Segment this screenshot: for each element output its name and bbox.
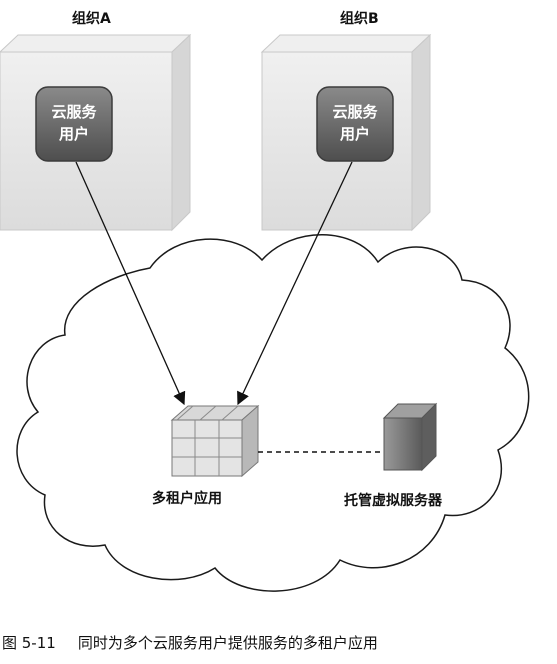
cloud-outline xyxy=(16,234,530,592)
org-a-label: 组织A xyxy=(72,11,111,27)
multi-tenant-app-icon xyxy=(170,404,260,478)
org-b-cloud-user-label: 云服务 用户 xyxy=(317,101,393,145)
figure-number: 图 5-11 xyxy=(2,634,56,652)
org-b-user-line2: 用户 xyxy=(339,125,370,143)
org-b-label: 组织B xyxy=(340,11,379,27)
multi-tenant-app-label: 多租户应用 xyxy=(152,491,222,507)
figure-caption: 图 5-11 同时为多个云服务用户提供服务的多租户应用 xyxy=(0,632,557,653)
hosted-server-label: 托管虚拟服务器 xyxy=(344,493,442,509)
org-a-cloud-user-label: 云服务 用户 xyxy=(36,101,112,145)
figure-caption-text: 同时为多个云服务用户提供服务的多租户应用 xyxy=(77,634,378,652)
org-a-user-line1: 云服务 xyxy=(51,103,97,121)
arrow-org-a-to-app xyxy=(75,161,186,406)
org-b-cloud-user-box xyxy=(316,86,394,162)
org-a-user-line2: 用户 xyxy=(58,125,89,143)
org-a-cloud-user-box xyxy=(35,86,113,162)
arrow-org-b-to-app xyxy=(237,161,353,406)
org-b-user-line1: 云服务 xyxy=(332,103,378,121)
hosted-virtual-server-icon xyxy=(382,402,438,472)
